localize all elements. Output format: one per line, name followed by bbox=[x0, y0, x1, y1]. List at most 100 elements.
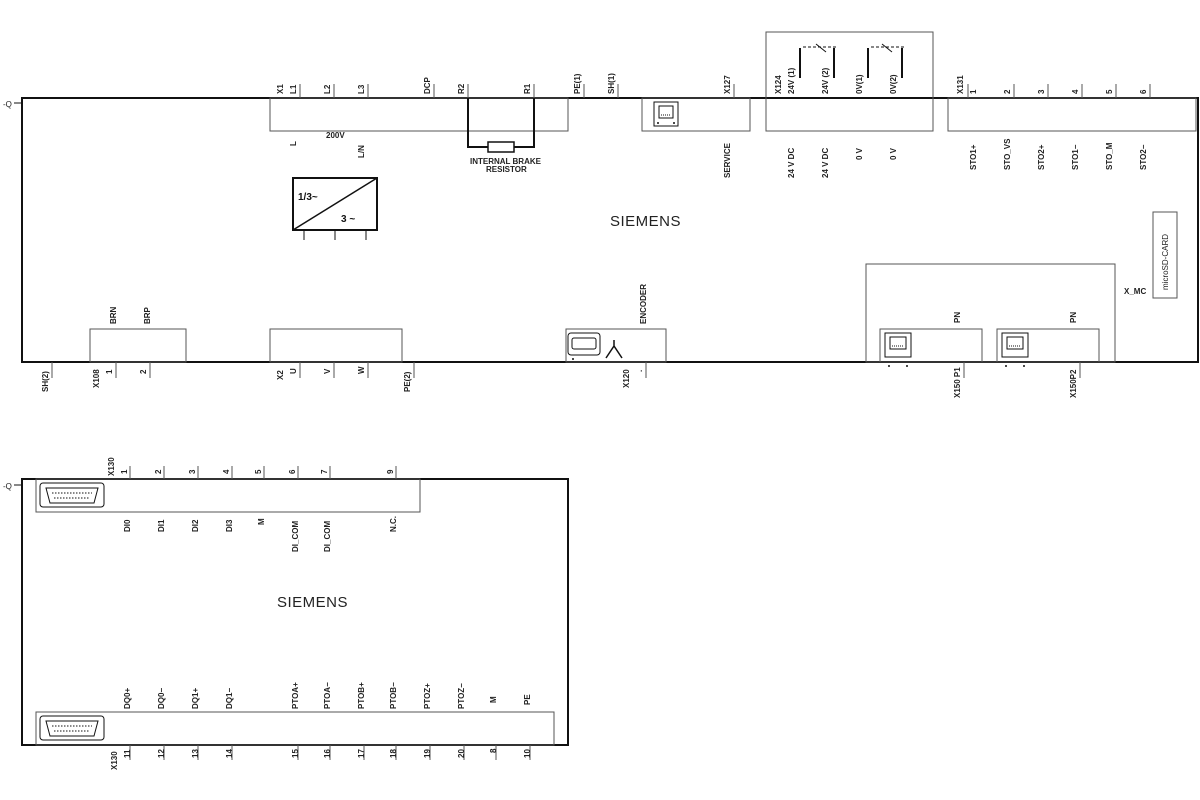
x130-bottom-label: X130 bbox=[110, 751, 119, 770]
signal-di-com-1: DI_COM bbox=[291, 521, 300, 552]
sto-label-3: STO2+ bbox=[1037, 144, 1046, 170]
x130-top-terminal-block bbox=[35, 478, 421, 513]
pn2-label: PN bbox=[1069, 312, 1078, 323]
rj45-pn2-port-icon bbox=[1001, 332, 1029, 367]
x120-encoder-block bbox=[565, 328, 667, 363]
label-u: U bbox=[289, 368, 298, 374]
label-x120: X120 bbox=[622, 369, 631, 388]
label-x131: X131 bbox=[956, 75, 965, 94]
brake-label-line1: INTERNAL BRAKE bbox=[470, 157, 542, 166]
x130-pin-14: 14 bbox=[225, 749, 234, 758]
supply-switch-symbols bbox=[799, 43, 904, 78]
module-2: -Q X130 1 2 3 4 5 6 7 9 DI0 DI bbox=[3, 457, 569, 770]
label-24v-1: 24V (1) bbox=[787, 67, 796, 94]
supply-label-voltage: 200V bbox=[326, 131, 345, 140]
x130-pin-12: 12 bbox=[157, 749, 166, 758]
label-sh2: SH(2) bbox=[41, 371, 50, 392]
signal-ptoa-plus: PTOA+ bbox=[291, 682, 300, 709]
module-1-brand: SIEMENS bbox=[610, 213, 681, 230]
x130-bottom-ticks bbox=[129, 745, 531, 760]
label-x131-1: 1 bbox=[969, 89, 978, 94]
brn-label: BRN bbox=[109, 306, 118, 324]
sto-label-1: STO1+ bbox=[969, 144, 978, 170]
signal-dq1-minus: DQ1− bbox=[225, 688, 234, 709]
brp-label: BRP bbox=[143, 306, 152, 324]
x130-top-label: X130 bbox=[107, 457, 116, 476]
x130-pin-1: 1 bbox=[120, 469, 129, 474]
supply-label-ln: L/N bbox=[357, 145, 366, 158]
x124-terminal-block bbox=[765, 31, 934, 132]
microsd-label: microSD-CARD bbox=[1161, 234, 1170, 290]
x130-pin-8: 8 bbox=[489, 748, 498, 753]
supply-label-l: L bbox=[289, 141, 298, 146]
signal-ptoa-minus: PTOA− bbox=[323, 682, 332, 709]
x130-pin-19: 19 bbox=[423, 749, 432, 758]
signal-nc: N.C. bbox=[389, 516, 398, 532]
top-terminal-ticks bbox=[299, 84, 1151, 98]
dc-label-4: 0 V bbox=[889, 147, 898, 160]
label-x127: X127 bbox=[723, 75, 732, 94]
x130-pin-15: 15 bbox=[291, 749, 300, 758]
x130-pin-13: 13 bbox=[191, 749, 200, 758]
encoder-label: ENCODER bbox=[639, 284, 648, 324]
pn-ports-block bbox=[865, 263, 1116, 363]
x130-bottom-terminal-block bbox=[35, 711, 555, 746]
dc-label-3: 0 V bbox=[855, 147, 864, 160]
label-l1: L1 bbox=[289, 84, 298, 94]
x150p1-box bbox=[879, 328, 983, 363]
x130-pin-7: 7 bbox=[320, 469, 329, 474]
label-x108-2: 2 bbox=[139, 369, 148, 374]
rj45-pn1-port-icon bbox=[884, 332, 912, 367]
label-l2: L2 bbox=[323, 84, 332, 94]
label-l3: L3 bbox=[357, 84, 366, 94]
label-dcp: DCP bbox=[423, 76, 432, 94]
module-1-ref: -Q bbox=[3, 100, 12, 109]
sto-label-6: STO2− bbox=[1139, 144, 1148, 170]
x150p2-box bbox=[996, 328, 1100, 363]
x130-pin-17: 17 bbox=[357, 749, 366, 758]
signal-di0: DI0 bbox=[123, 519, 132, 532]
label-pe2: PE(2) bbox=[403, 371, 412, 392]
sto-label-4: STO1− bbox=[1071, 144, 1080, 170]
module-1-frame bbox=[21, 97, 1199, 363]
label-r2: R2 bbox=[457, 83, 466, 94]
label-pe1: PE(1) bbox=[573, 73, 582, 94]
label-x124: X124 bbox=[774, 75, 783, 94]
module-2-brand: SIEMENS bbox=[277, 594, 348, 611]
label-x131-4: 4 bbox=[1071, 89, 1080, 94]
x130-pin-20: 20 bbox=[457, 749, 466, 758]
sub-d-top-connector-icon bbox=[39, 482, 105, 508]
x130-pin-6: 6 bbox=[288, 469, 297, 474]
sto-label-2: STO_VS bbox=[1003, 138, 1012, 170]
label-x108-1: 1 bbox=[105, 369, 114, 374]
x130-pin-9: 9 bbox=[386, 469, 395, 474]
x130-pin-5: 5 bbox=[254, 469, 263, 474]
x-mc-label: X_MC bbox=[1124, 287, 1146, 296]
signal-dq1-plus: DQ1+ bbox=[191, 688, 200, 709]
x130-pin-11: 11 bbox=[123, 749, 132, 758]
x131-terminal-block bbox=[947, 97, 1197, 132]
label-x131-6: 6 bbox=[1139, 89, 1148, 94]
label-0v-2: 0V(2) bbox=[889, 74, 898, 94]
x130-pin-18: 18 bbox=[389, 749, 398, 758]
signal-di3: DI3 bbox=[225, 519, 234, 532]
signal-ptob-minus: PTOB− bbox=[389, 682, 398, 709]
dc-label-2: 24 V DC bbox=[821, 148, 830, 178]
label-x1: X1 bbox=[276, 84, 285, 94]
x130-pin-10: 10 bbox=[523, 749, 532, 758]
service-label: SERVICE bbox=[723, 142, 732, 178]
label-0v-1: 0V(1) bbox=[855, 74, 864, 94]
x127-terminal-block bbox=[641, 97, 751, 132]
internal-brake-resistor: INTERNAL BRAKE RESISTOR bbox=[467, 98, 542, 174]
x130-pin-3: 3 bbox=[188, 469, 197, 474]
x130-pin-4: 4 bbox=[222, 469, 231, 474]
pn1-label: PN bbox=[953, 312, 962, 323]
signal-di2: DI2 bbox=[191, 519, 200, 532]
x108-terminal-block bbox=[89, 328, 187, 363]
signal-m-bottom: M bbox=[489, 696, 498, 703]
x130-pin-16: 16 bbox=[323, 749, 332, 758]
converter-out-label: 3 ~ bbox=[341, 214, 355, 225]
sto-label-5: STO_M bbox=[1105, 142, 1114, 170]
label-v: V bbox=[323, 368, 332, 374]
